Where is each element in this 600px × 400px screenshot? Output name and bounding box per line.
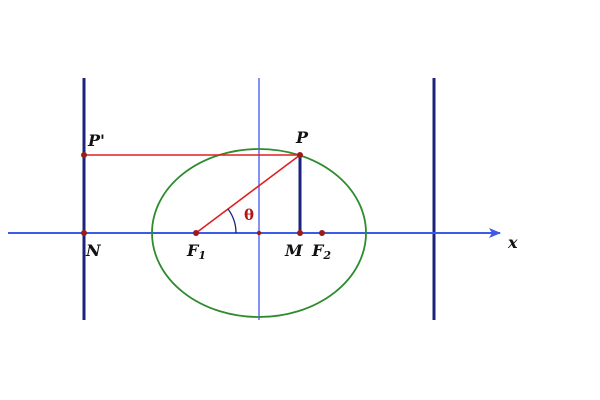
point-p-prime [81,152,87,158]
label-n: N [85,241,102,260]
point-f2 [319,230,325,236]
point-f1 [193,230,199,236]
label-f2-sub: 2 [322,249,331,262]
label-p: P [295,128,309,147]
label-m: M [284,241,304,260]
label-f2: F2 [311,241,331,262]
label-f1: F1 [186,241,206,262]
label-f1-main: F [186,241,200,260]
label-f1-sub: 1 [198,249,206,262]
label-p-prime: P' [87,131,105,150]
angle-theta-arc [227,208,237,234]
label-theta: θ [244,206,254,224]
label-f2-main: F [311,241,325,260]
point-p [297,152,303,158]
ellipse-curve [151,148,367,318]
point-m [297,230,303,236]
point-origin [256,230,262,236]
point-n [81,230,87,236]
segment-f1-p [195,154,301,234]
label-x-axis: x [507,233,518,252]
